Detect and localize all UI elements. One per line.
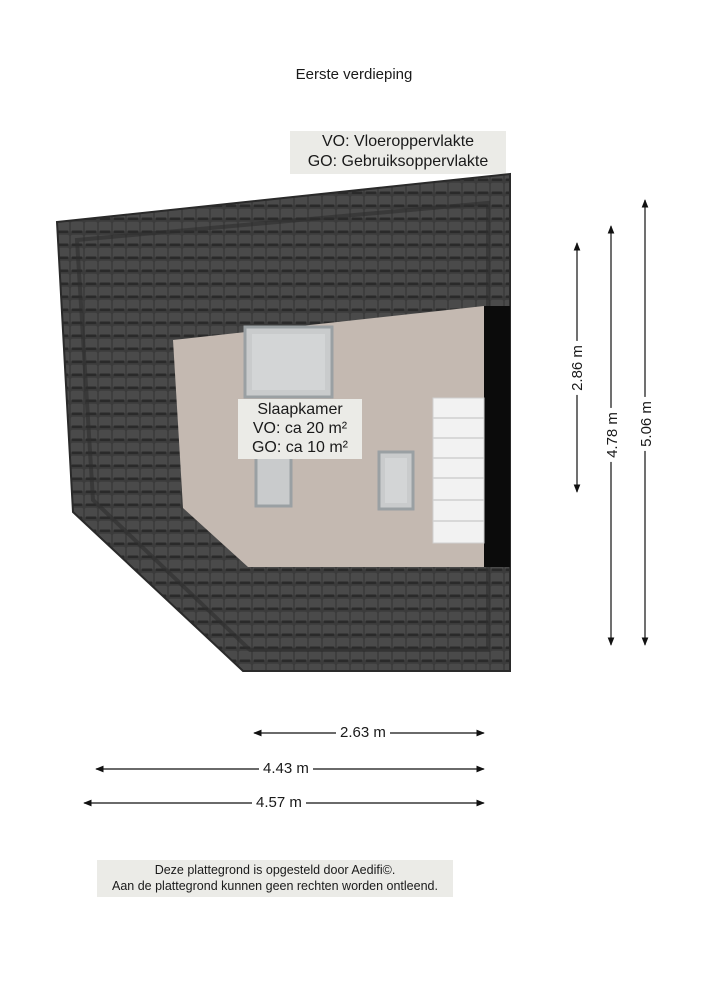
room-name: Slaapkamer bbox=[257, 401, 343, 418]
dim-label-v3: 5.06 m bbox=[637, 397, 656, 451]
dim-label-h3: 4.57 m bbox=[252, 794, 306, 812]
area-legend: VO: Vloeroppervlakte GO: Gebruiksoppervl… bbox=[290, 131, 506, 174]
legend-go: GO: Gebruiksoppervlakte bbox=[307, 153, 489, 170]
room-vo: VO: ca 20 m² bbox=[252, 420, 348, 437]
dim-label-v2: 4.78 m bbox=[603, 408, 622, 462]
room-go: GO: ca 10 m² bbox=[251, 439, 349, 456]
skylight-small-right bbox=[377, 450, 415, 511]
disclaimer: Deze plattegrond is opgesteld door Aedif… bbox=[97, 860, 453, 897]
dim-label-h1: 2.63 m bbox=[336, 724, 390, 742]
skylight-large bbox=[243, 325, 334, 399]
disclaimer-line-2: Aan de plattegrond kunnen geen rechten w… bbox=[112, 879, 438, 893]
floor-title: Eerste verdieping bbox=[295, 66, 413, 83]
room-label: Slaapkamer VO: ca 20 m² GO: ca 10 m² bbox=[238, 399, 362, 459]
dim-label-h2: 4.43 m bbox=[259, 760, 313, 778]
staircase bbox=[432, 397, 485, 544]
wall-strip bbox=[484, 306, 510, 567]
dim-label-v1: 2.86 m bbox=[568, 341, 587, 395]
disclaimer-line-1: Deze plattegrond is opgesteld door Aedif… bbox=[154, 863, 396, 877]
roof-eave-inner bbox=[74, 200, 490, 652]
legend-vo: VO: Vloeroppervlakte bbox=[321, 133, 475, 150]
